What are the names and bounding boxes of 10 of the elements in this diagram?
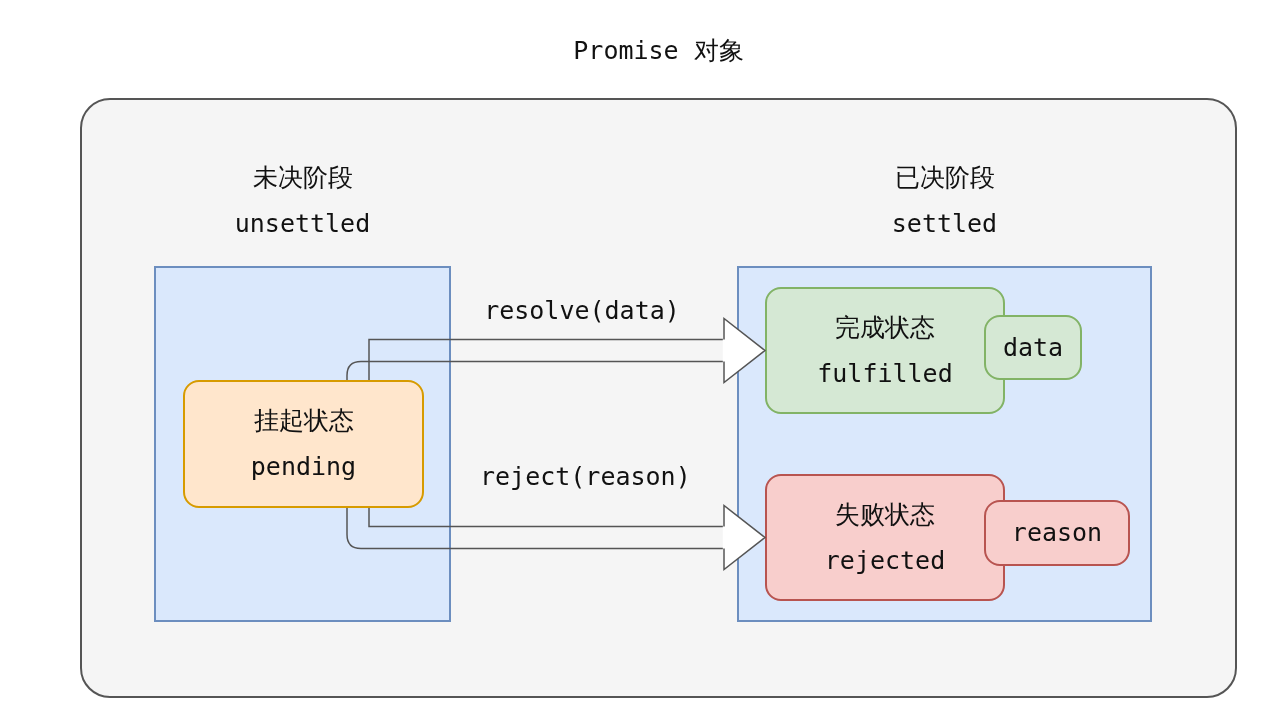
state-box: 挂起状态 pending — [183, 380, 424, 508]
state-box: 失败状态 rejected — [765, 474, 1005, 601]
state-box: 完成状态 fulfilled — [765, 287, 1005, 414]
value-box: reason — [984, 500, 1130, 566]
panel-heading: 未决阶段 unsettled — [233, 162, 372, 240]
panel-heading: 已决阶段 settled — [890, 162, 999, 240]
edge-label: resolve(data) — [483, 295, 681, 325]
container-title: Promise 对象 — [573, 35, 744, 67]
value-box: data — [984, 315, 1082, 380]
edge-label: reject(reason) — [480, 461, 684, 491]
